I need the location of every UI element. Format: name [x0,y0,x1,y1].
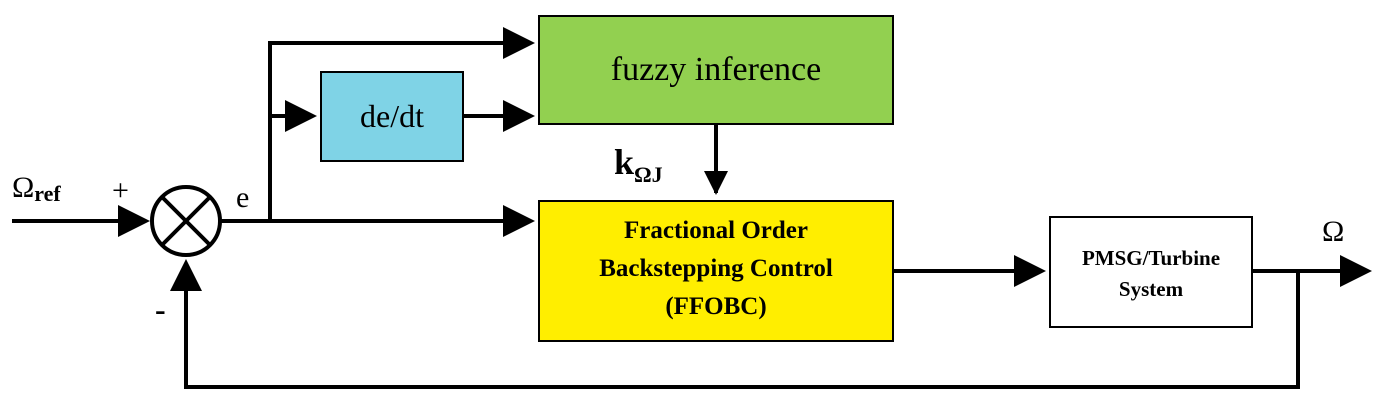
controller-label-line-3: (FFOBC) [665,293,766,320]
plant-label-line-2: System [1119,277,1184,301]
derivative-label: de/dt [360,98,424,134]
fuzzy-inference-box [538,15,894,125]
derivative-block: de/dt [320,71,464,162]
fuzzy-inference-block: fuzzy inference [538,15,894,125]
reference-signal-label: Ωref [12,171,61,206]
error-signal-label: e [236,181,249,214]
controller-label-line-1: Fractional Order [624,217,808,244]
fuzzy-inference-label: fuzzy inference [611,51,821,88]
derivative-box [320,71,464,162]
output-signal-label: Ω [1322,215,1344,248]
controller-block: Fractional Order Backstepping Control (F… [538,200,894,342]
feedback-wire [170,259,1300,389]
plant-block: PMSG/Turbine System [1049,216,1253,328]
controller-box [538,200,894,342]
plant-label-line-1: PMSG/Turbine [1082,246,1220,270]
controller-label-line-2: Backstepping Control [599,255,833,282]
plant-box [1049,216,1253,328]
gain-label: kΩJ [614,142,663,187]
error-to-fuzzy-wire [268,27,535,221]
plus-sign: + [112,174,129,207]
minus-sign: - [155,291,166,327]
summing-junction [150,185,222,257]
